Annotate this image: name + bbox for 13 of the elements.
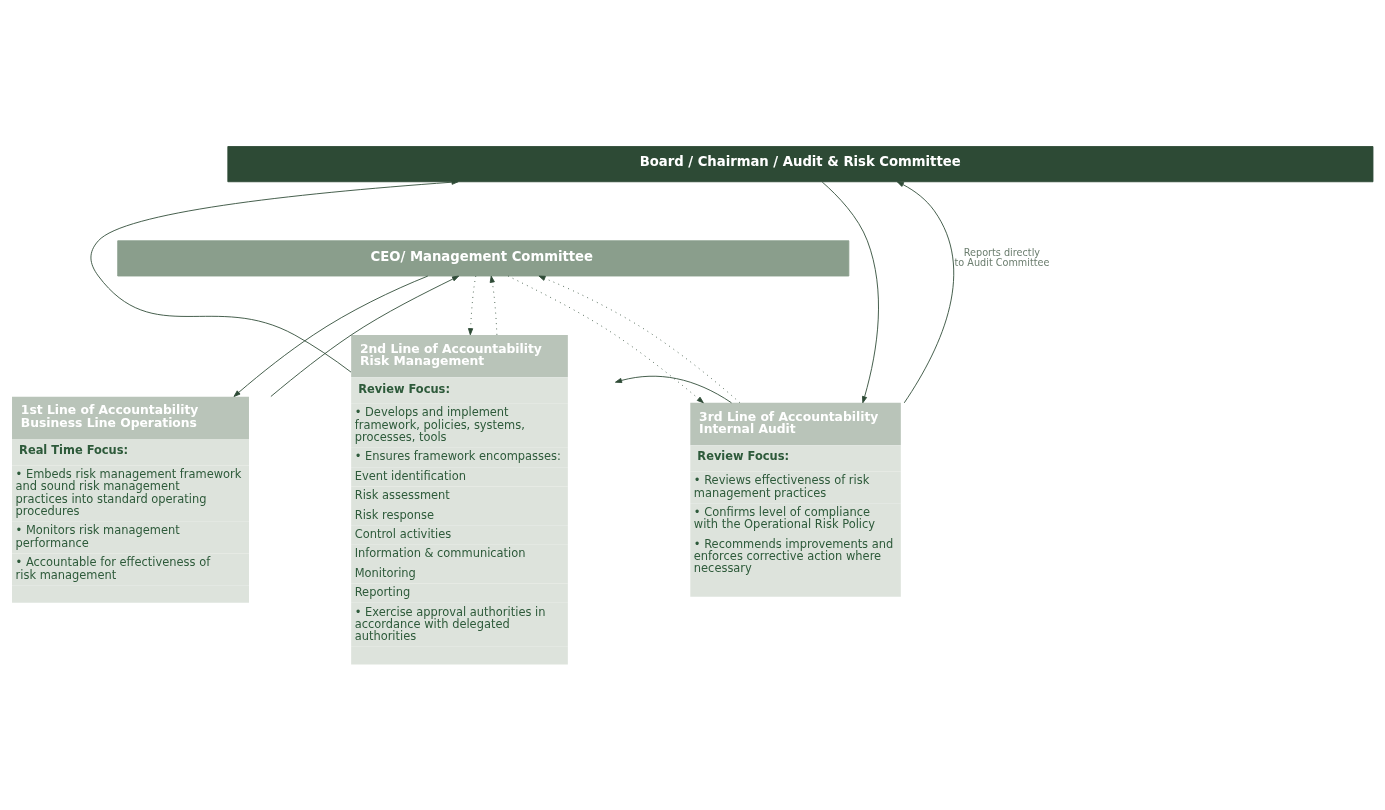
- arrow: [468, 275, 477, 335]
- arrow: [615, 375, 732, 403]
- arrow: [90, 179, 459, 372]
- node-box: Board / Chairman / Audit & Risk Committee: [227, 145, 1374, 182]
- arrow: [538, 275, 741, 403]
- arrow: [821, 181, 879, 403]
- node-box: CEO/ Management Committee: [117, 239, 850, 276]
- arrow: [270, 275, 460, 397]
- arrow: [507, 275, 704, 403]
- arrow: [896, 180, 955, 403]
- edge-label: Reports directly to Audit Committee: [954, 246, 1050, 268]
- arrow: [233, 275, 429, 397]
- arrow: [489, 275, 498, 335]
